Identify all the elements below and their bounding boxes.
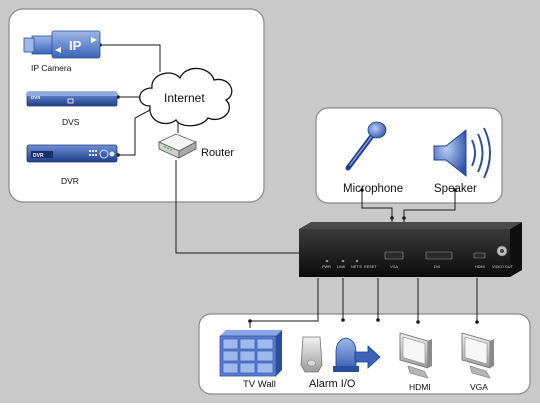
hdmi-monitor-icon <box>399 332 432 379</box>
alarm-sensor-icon <box>300 336 323 373</box>
vga-monitor-icon <box>461 332 494 379</box>
dvs-label: DVS <box>62 117 80 127</box>
dvi-port <box>425 251 453 260</box>
alarm-label: Alarm I/O <box>309 378 356 390</box>
vga-port <box>384 251 404 260</box>
decoder-to-tvwall-line <box>249 278 319 328</box>
internet-label: Internet <box>164 91 205 105</box>
dvs-icon: DVS <box>26 91 118 107</box>
dvs-badge: DVS <box>31 95 40 100</box>
dvr-to-internet-line <box>118 109 151 156</box>
router-to-decoder-line <box>175 160 299 254</box>
speaker-icon <box>433 127 491 179</box>
audio-panel <box>315 107 503 204</box>
router-icon <box>158 133 197 159</box>
connection-lines <box>100 44 478 328</box>
microphone-icon <box>345 121 387 171</box>
hdmi-port <box>473 252 486 259</box>
router-label: Router <box>201 147 234 159</box>
speaker-label: Speaker <box>434 183 477 195</box>
decoder-box: PWR LINK NET'S RESET VGA DVI HDMI VIDEO … <box>299 222 522 277</box>
alarm-output-icon <box>333 337 381 372</box>
back-label-dvi: DVI <box>434 265 440 269</box>
front-label-nets: NET'S <box>351 265 362 269</box>
microphone-label: Microphone <box>343 183 403 195</box>
back-label-video-out: VIDEO OUT <box>492 265 514 269</box>
dvr-icon: DVR <box>26 144 118 163</box>
ipcam-to-internet-line <box>100 44 161 72</box>
front-label-reset: RESET <box>364 265 377 269</box>
tv-wall-icon <box>219 330 282 377</box>
front-label-pwr: PWR <box>322 265 331 269</box>
ip-camera-icon: IP <box>23 30 101 59</box>
back-label-vga: VGA <box>390 265 398 269</box>
ip-camera-label: IP Camera <box>31 63 72 73</box>
dvr-badge: DVR <box>33 153 44 159</box>
dvr-label: DVR <box>61 176 79 186</box>
internet-cloud-icon <box>139 67 233 127</box>
tv-wall-label: TV Wall <box>243 379 276 390</box>
hdmi-label: HDMI <box>409 382 431 392</box>
back-label-hdmi: HDMI <box>475 265 485 269</box>
front-label-link: LINK <box>337 265 346 269</box>
decoder-front-leds <box>325 259 359 263</box>
ip-camera-badge: IP <box>69 38 82 53</box>
vga-label: VGA <box>470 382 488 392</box>
